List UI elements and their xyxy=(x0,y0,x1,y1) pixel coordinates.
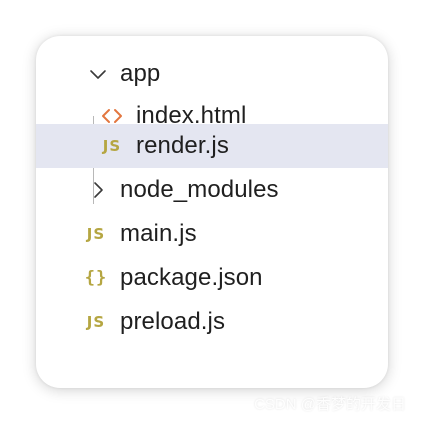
tree-item-label: package.json xyxy=(120,264,263,291)
js-file-icon: JS xyxy=(86,225,106,243)
tree-item-node-modules-folder[interactable]: node_modules xyxy=(36,168,388,212)
tree-item-label: render.js xyxy=(136,132,229,159)
json-file-icon: {} xyxy=(84,268,108,288)
html-file-icon xyxy=(100,104,124,128)
tree-item-label: node_modules xyxy=(120,176,279,203)
tree-item-label: main.js xyxy=(120,220,197,247)
js-file-icon: JS xyxy=(102,137,122,155)
tree-item-app-folder[interactable]: app xyxy=(36,52,388,96)
tree-item-package-json[interactable]: {} package.json xyxy=(36,256,388,300)
tree-item-label: preload.js xyxy=(120,308,226,335)
tree-item-preload-js[interactable]: JS preload.js xyxy=(36,300,388,344)
tree-item-label: app xyxy=(120,60,161,87)
tree-item-render-js[interactable]: JS render.js xyxy=(36,124,388,168)
chevron-down-icon xyxy=(86,62,110,86)
tree-item-main-js[interactable]: JS main.js xyxy=(36,212,388,256)
js-file-icon: JS xyxy=(86,313,106,331)
watermark: CSDN @香梦的开发日 xyxy=(254,396,406,413)
file-explorer-tree: app index.html JS render.js nod xyxy=(36,36,388,388)
chevron-right-icon xyxy=(86,178,110,202)
